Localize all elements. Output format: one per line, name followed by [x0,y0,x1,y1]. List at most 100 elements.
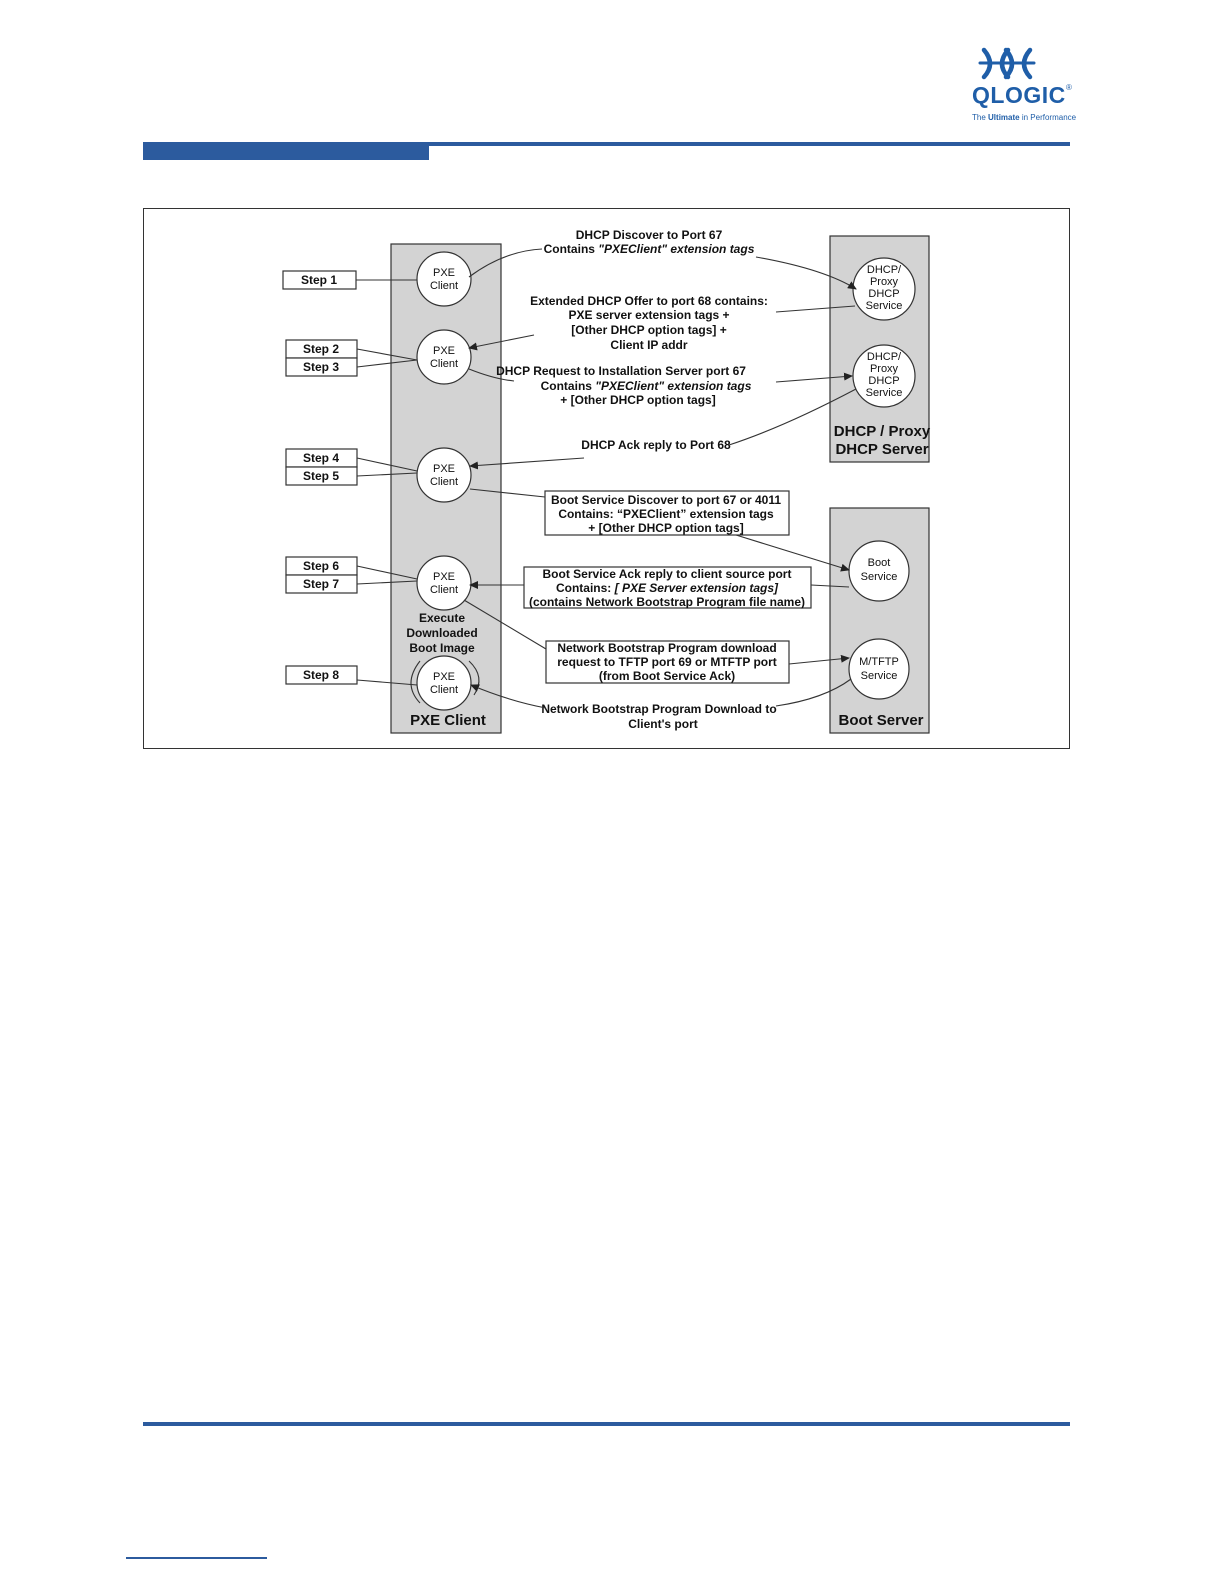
pxe-client-node-1-line-1: PXE [433,267,455,279]
step-5-connector [356,472,418,477]
nbp-request-line-1: Network Bootstrap Program download [557,641,776,655]
step-box-8: Step 8 [285,665,358,685]
dhcp-offer-line-3: [Other DHCP option tags] + [571,323,726,337]
dhcp-request-line-3: + [Other DHCP option tags] [560,393,715,407]
footnote-rule [126,1557,267,1559]
tagline-bold: Ultimate [988,113,1020,122]
arrow-dhcp-ack-b [469,457,585,470]
boot-discover-box [544,490,790,536]
step-6-connector [356,565,418,580]
dhcp-service-node-2: DHCP/ Proxy DHCP Service [852,344,916,408]
tagline-mid: in [1021,113,1029,122]
pxe-client-node-5-line-2: Client [430,684,458,696]
tftp-service-line-2: Service [861,670,898,682]
step-2-connector [356,348,418,361]
pxe-client-node-2-line-2: Client [430,358,458,370]
arrow-nbp-download-b [470,684,547,709]
dhcp-service-node-1-line-1: DHCP/ [867,264,902,276]
arrow-boot-discover-b [735,534,850,572]
pxe-client-node-2-line-1: PXE [433,345,455,357]
arrow-boot-discover-a [469,488,546,498]
pxe-boot-diagram: PXE Client DHCP / Proxy DHCP Server Boot… [282,228,931,734]
pxe-client-node-4-line-2: Client [430,584,458,596]
step-label-6: Step 6 [303,559,339,573]
dhcp-request-line-2: Contains "PXEClient" extension tags [541,379,752,393]
pxe-client-node-2: PXE Client [416,329,472,385]
dhcp-request-line-1: DHCP Request to Installation Server port… [496,364,746,378]
dhcp-server-lane-label-2: DHCP Server [835,441,928,458]
pxe-boot-diagram-frame: PXE Client DHCP / Proxy DHCP Server Boot… [143,208,1070,749]
nbp-download-line-2: Client's port [628,717,698,731]
nbp-request-line-3: (from Boot Service Ack) [599,669,735,683]
dhcp-server-lane-label-1: DHCP / Proxy [834,423,931,440]
qlogic-logo-icon [978,47,1036,80]
pxe-client-node-5: PXE Client [416,655,472,711]
dhcp-request-line-2-prefix: Contains [541,379,596,393]
step-label-1: Step 1 [301,273,337,287]
registered-mark: ® [1066,83,1072,92]
nbp-download-line-1: Network Bootstrap Program Download to [541,702,776,716]
pxe-client-node-3-line-1: PXE [433,463,455,475]
tftp-service-node: M/TFTP Service [848,638,910,700]
arrow-dhcp-offer-a [775,305,856,313]
dhcp-service-node-2-line-1: DHCP/ [867,351,902,363]
boot-server-lane-label: Boot Server [838,712,923,729]
boot-discover-line-3: + [Other DHCP option tags] [588,521,743,535]
arrow-nbp-request-b [788,654,850,665]
step-label-8: Step 8 [303,668,339,682]
step-3-connector [356,359,418,368]
arrow-dhcp-ack-a [728,388,857,446]
header-rule [429,142,1070,146]
logo-wordmark: QLOGIC [972,82,1066,108]
boot-service-line-2: Service [861,571,898,583]
arrow-nbp-download-a [775,678,852,707]
dhcp-offer-line-2: PXE server extension tags + [568,308,729,322]
arrow-nbp-request-a [463,599,547,650]
arrow-dhcp-discover-b [755,256,857,290]
tagline-suffix: Performance [1030,113,1077,122]
dhcp-discover-line-2: Contains "PXEClient" extension tags [544,242,755,256]
step-box-7: Step 7 [285,574,358,594]
dhcp-discover-line-1: DHCP Discover to Port 67 [576,228,723,242]
boot-discover-line-2: Contains: “PXEClient” extension tags [558,507,774,521]
dhcp-service-node-1: DHCP/ Proxy DHCP Service [852,257,916,321]
step-label-4: Step 4 [303,451,339,465]
boot-service-node: Boot Service [848,540,910,602]
step-label-2: Step 2 [303,342,339,356]
nbp-request-box [545,640,790,684]
dhcp-offer-line-4: Client IP addr [610,338,687,352]
arrow-dhcp-offer-b [468,334,535,351]
dhcp-ack-label: DHCP Ack reply to Port 68 [581,438,731,452]
step-box-3: Step 3 [285,357,358,377]
boot-ack-line-1: Boot Service Ack reply to client source … [543,567,792,581]
step-label-3: Step 3 [303,360,339,374]
pxe-client-node-4-line-1: PXE [433,571,455,583]
boot-ack-line-2-prefix: Contains: [556,581,615,595]
pxe-client-node-1: PXE Client [416,251,472,307]
boot-discover-line-1: Boot Service Discover to port 67 or 4011 [551,493,781,507]
step-box-1: Step 1 [282,270,357,290]
pxe-client-node-4: PXE Client [416,555,472,611]
step-8-connector [356,679,418,686]
pxe-client-node-1-line-2: Client [430,280,458,292]
arrow-boot-ack-a [810,584,850,588]
execute-label-line-2: Downloaded [406,626,477,640]
dhcp-service-node-1-line-2: Proxy [870,276,899,288]
dhcp-discover-line-2-prefix: Contains [544,242,599,256]
arrow-dhcp-request-b [775,372,853,383]
dhcp-offer-line-1: Extended DHCP Offer to port 68 contains: [530,294,768,308]
nbp-request-line-2: request to TFTP port 69 or MTFTP port [557,655,777,669]
dhcp-service-node-2-line-3: DHCP [868,375,899,387]
dhcp-request-line-2-italic: "PXEClient" extension tags [595,379,751,393]
execute-loop-left [410,660,421,704]
arrow-dhcp-discover-a [468,248,543,278]
dhcp-service-node-1-line-4: Service [866,300,903,312]
step-label-7: Step 7 [303,577,339,591]
dhcp-service-node-2-line-4: Service [866,387,903,399]
step-4-connector [356,457,418,472]
boot-ack-line-3: (contains Network Bootstrap Program file… [529,595,805,609]
step-box-2: Step 2 [285,339,358,359]
boot-ack-box [523,566,812,609]
boot-ack-line-2: Contains: [ PXE Server extension tags] [556,581,779,595]
dhcp-service-node-1-line-3: DHCP [868,288,899,300]
